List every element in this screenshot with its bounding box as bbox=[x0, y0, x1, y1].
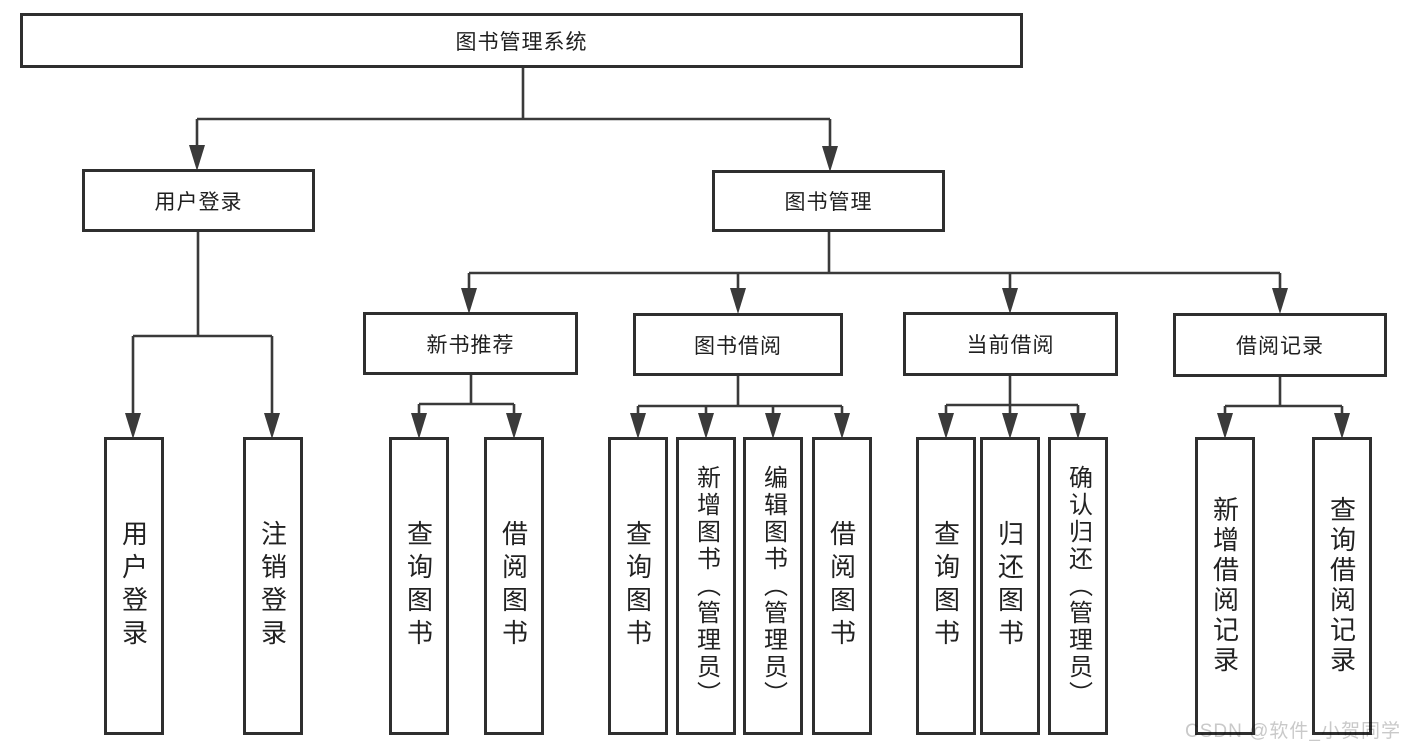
node-root-library-system: 图书管理系统 bbox=[20, 13, 1023, 68]
node-label: 当前借阅 bbox=[966, 334, 1055, 357]
arrow-icon bbox=[938, 413, 954, 439]
leaf-label: 查询借阅记录 bbox=[1326, 496, 1357, 676]
connector-borrowing-records-leaves bbox=[1223, 377, 1344, 428]
arrow-icon bbox=[189, 145, 205, 171]
node-label: 图书借阅 bbox=[694, 334, 782, 358]
arrow-icon bbox=[461, 288, 477, 314]
leaf-label: 用户登录 bbox=[118, 520, 149, 652]
leaf-return-books: 归还图书 bbox=[980, 437, 1040, 735]
leaf-label: 新增借阅记录 bbox=[1209, 496, 1240, 676]
leaf-label: 编辑图书（管理员） bbox=[759, 464, 787, 708]
node-label: 图书管理系统 bbox=[455, 30, 588, 54]
connector-root-to-level1 bbox=[195, 68, 832, 160]
leaf-label: 归还图书 bbox=[994, 520, 1025, 652]
leaf-query-books: 查询图书 bbox=[916, 437, 976, 735]
arrow-icon bbox=[1334, 413, 1350, 439]
leaf-label: 借阅图书 bbox=[498, 520, 529, 652]
leaf-confirm-return-admin: 确认归还（管理员） bbox=[1048, 437, 1108, 735]
arrow-icon bbox=[822, 146, 838, 172]
leaf-label: 借阅图书 bbox=[826, 520, 857, 652]
node-book-borrowing: 图书借阅 bbox=[633, 313, 843, 376]
leaf-add-borrow-record: 新增借阅记录 bbox=[1195, 437, 1255, 735]
leaf-label: 查询图书 bbox=[622, 520, 653, 652]
leaf-query-books: 查询图书 bbox=[608, 437, 668, 735]
leaf-label: 查询图书 bbox=[930, 520, 961, 652]
leaf-query-books: 查询图书 bbox=[389, 437, 449, 735]
leaf-label: 注销登录 bbox=[257, 520, 288, 652]
arrow-icon bbox=[1002, 413, 1018, 439]
arrow-icon bbox=[1272, 288, 1288, 314]
node-borrowing-records: 借阅记录 bbox=[1173, 313, 1387, 377]
arrow-icon bbox=[1070, 413, 1086, 439]
node-current-borrowing: 当前借阅 bbox=[903, 312, 1118, 376]
leaf-user-login: 用户登录 bbox=[104, 437, 164, 735]
arrow-icon bbox=[1217, 413, 1233, 439]
arrow-icon bbox=[506, 413, 522, 439]
arrow-icon bbox=[1002, 288, 1018, 314]
leaf-edit-books-admin: 编辑图书（管理员） bbox=[743, 437, 803, 735]
node-label: 借阅记录 bbox=[1236, 335, 1324, 358]
leaf-label: 查询图书 bbox=[403, 520, 434, 652]
node-new-book-recommend: 新书推荐 bbox=[363, 312, 578, 375]
node-book-management-branch: 图书管理 bbox=[712, 170, 945, 232]
leaf-borrow-books: 借阅图书 bbox=[812, 437, 872, 735]
connector-new-book-recommend-leaves bbox=[417, 375, 516, 428]
connector-book-borrowing-leaves bbox=[636, 376, 844, 428]
arrow-icon bbox=[730, 288, 746, 314]
arrow-icon bbox=[698, 413, 714, 439]
leaf-label: 新增图书（管理员） bbox=[692, 464, 720, 708]
connector-book-management-level2 bbox=[467, 232, 1282, 302]
arrow-icon bbox=[765, 413, 781, 439]
leaf-label: 确认归还（管理员） bbox=[1064, 464, 1092, 708]
leaf-add-books-admin: 新增图书（管理员） bbox=[676, 437, 736, 735]
node-label: 用户登录 bbox=[154, 190, 243, 214]
leaf-logout: 注销登录 bbox=[243, 437, 303, 735]
node-user-login-branch: 用户登录 bbox=[82, 169, 315, 232]
leaf-query-borrow-record: 查询借阅记录 bbox=[1312, 437, 1372, 735]
arrow-icon bbox=[125, 413, 141, 439]
connector-user-login-leaves bbox=[131, 232, 274, 428]
arrow-icon bbox=[630, 413, 646, 439]
node-label: 新书推荐 bbox=[426, 333, 515, 357]
node-label: 图书管理 bbox=[784, 191, 873, 214]
arrow-icon bbox=[264, 413, 280, 439]
leaf-borrow-books: 借阅图书 bbox=[484, 437, 544, 735]
arrow-icon bbox=[411, 413, 427, 439]
arrow-icon bbox=[834, 413, 850, 439]
